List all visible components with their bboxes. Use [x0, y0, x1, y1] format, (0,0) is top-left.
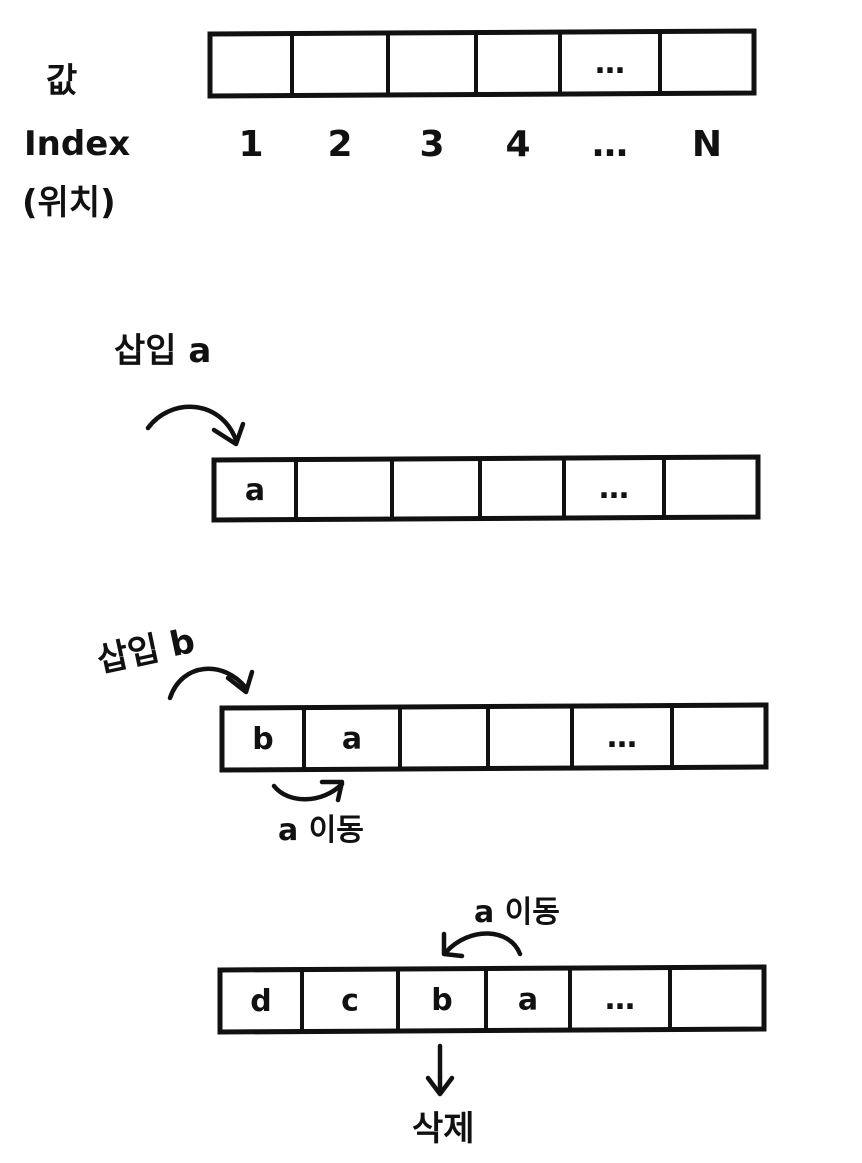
array-cell-value: a [245, 473, 265, 508]
move-a-label-2: a 이동 [474, 895, 560, 930]
array-cell-value: … [599, 471, 629, 506]
move-a-arrow-1-head [319, 779, 345, 803]
array-cell-value: b [431, 983, 452, 1018]
array-cell-value: … [607, 720, 637, 755]
insert-a-label: 삽입 a [114, 331, 211, 371]
value-label: 값 [46, 61, 77, 101]
insert-b-arrow-head [225, 669, 255, 695]
index-label-item: 4 [505, 124, 530, 165]
move-a-arrow-1 [271, 781, 345, 802]
array-frame [207, 28, 757, 99]
delete-arrow-head [425, 1075, 455, 1097]
array-cell-value: … [605, 982, 635, 1017]
delete-label: 삭제 [412, 1109, 475, 1149]
insert-a-arrow [145, 404, 239, 443]
array-after-insert-b: b a … [219, 702, 769, 773]
index-label-item: N [692, 124, 722, 165]
array-cell-value: … [595, 46, 625, 81]
index-label-item: 2 [327, 124, 352, 165]
array-frame [211, 454, 761, 523]
index-label-item: … [592, 124, 628, 165]
index-label-item: 3 [419, 124, 444, 165]
array-after-insert-a: a… [211, 454, 761, 523]
array-frame [219, 702, 769, 773]
array-cell-value: a [518, 982, 538, 1017]
insert-b-arrow [167, 666, 249, 701]
insert-b-label: 삽입 b [94, 621, 199, 681]
array-before-delete: d c b a … [217, 964, 767, 1035]
array-cell-value: b [252, 722, 273, 757]
index-label: Index [24, 124, 130, 164]
array-empty: … [207, 28, 757, 99]
move-a-arrow-2 [443, 931, 523, 957]
array-frame [217, 964, 767, 1035]
move-a-label-1: a 이동 [278, 813, 364, 848]
position-label: (위치) [22, 183, 116, 223]
array-cell-value: a [342, 721, 362, 756]
index-labels: 1 2 3 4 … N [238, 124, 722, 165]
insert-a-arrow-head [211, 421, 246, 447]
array-cell-value: d [250, 984, 271, 1019]
index-label-item: 1 [238, 124, 263, 165]
array-cell-value: c [341, 983, 359, 1018]
move-a-arrow-2-head [441, 931, 465, 959]
